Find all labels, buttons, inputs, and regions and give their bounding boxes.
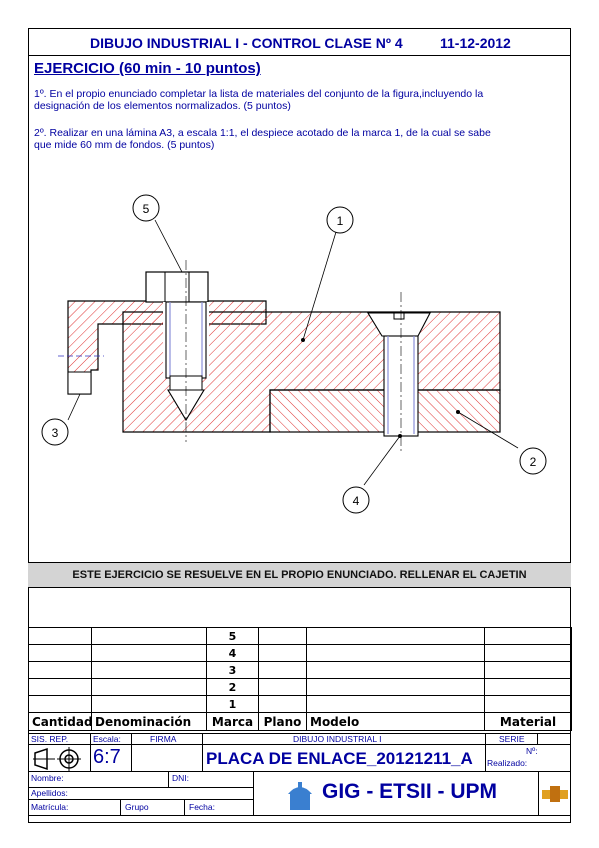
svg-text:2: 2 xyxy=(530,455,537,469)
logo-cell xyxy=(538,771,571,816)
instruction-1-line-1: 1º. En el propio enunciado completar la … xyxy=(34,88,484,100)
bom-header-model: Modelo xyxy=(306,712,485,731)
course-label: DIBUJO INDUSTRIAL I xyxy=(293,734,382,744)
scale-label: Escala: xyxy=(93,734,121,744)
bom-row: 5 xyxy=(28,627,572,645)
svg-text:1: 1 xyxy=(337,214,344,228)
bom-cell-name[interactable] xyxy=(91,661,207,679)
callout-3: 3 xyxy=(41,418,69,446)
bom-mark: 5 xyxy=(206,627,259,645)
svg-text:5: 5 xyxy=(143,202,150,216)
bom-header-mark: Marca xyxy=(206,712,259,731)
projection-symbol-cell xyxy=(28,744,91,772)
bom-row: 2 xyxy=(28,678,572,696)
first-angle-projection-icon xyxy=(33,747,81,771)
bom-cell-quantity[interactable] xyxy=(28,644,92,662)
bom-header-plan: Plano xyxy=(258,712,307,731)
assembly-drawing: 5 1 3 2 4 xyxy=(41,194,547,514)
bom-cell-name[interactable] xyxy=(91,627,207,645)
bom-cell-plan[interactable] xyxy=(258,644,307,662)
bom-cell-plan[interactable] xyxy=(258,661,307,679)
instruction-2-line-1: 2º. Realizar en una lámina A3, a escala … xyxy=(34,127,491,139)
title-block: SIS. REP. Escala: FIRMA DIBUJO INDUSTRIA… xyxy=(28,733,571,823)
signature-cell[interactable] xyxy=(131,744,203,772)
bom-cell-quantity[interactable] xyxy=(28,627,92,645)
exercise-title: EJERCICIO (60 min - 10 puntos) xyxy=(34,60,261,77)
bom-cell-material[interactable] xyxy=(484,644,572,662)
bom-mark: 2 xyxy=(206,678,259,696)
instruction-1: 1º. En el propio enunciado completar la … xyxy=(34,88,564,112)
countersunk-screw-part-4 xyxy=(367,292,431,452)
university-building-icon xyxy=(288,782,312,810)
bom-header-name: Denominación xyxy=(91,712,207,731)
bom-cell-plan[interactable] xyxy=(258,695,307,713)
surname-label: Apellidos: xyxy=(31,788,68,798)
dni-label: DNI: xyxy=(172,773,189,783)
callout-1: 1 xyxy=(326,206,354,234)
instruction-2-line-2: que mide 60 mm de fondos. (5 puntos) xyxy=(34,139,215,151)
bom-cell-name[interactable] xyxy=(91,678,207,696)
scale-value-cell: 6:7 xyxy=(90,744,132,772)
bom-cell-material[interactable] xyxy=(484,661,572,679)
bom-row: 3 xyxy=(28,661,572,679)
department-logo-icon xyxy=(542,786,568,802)
hex-bolt-part-5 xyxy=(145,260,209,442)
plate-title: PLACA DE ENLACE_20121211_A xyxy=(206,749,473,768)
bom-cell-plan[interactable] xyxy=(258,627,307,645)
registration-cell[interactable]: Matrícula: Grupo Fecha: xyxy=(28,799,254,816)
bom-cell-model[interactable] xyxy=(306,695,485,713)
done-by-label: Realizado: xyxy=(487,758,528,768)
bom-cell-name[interactable] xyxy=(91,644,207,662)
scale-value: 6:7 xyxy=(93,746,121,768)
bom-header-quantity: Cantidad xyxy=(28,712,93,731)
bom-cell-model[interactable] xyxy=(306,644,485,662)
sis-rep-label: SIS. REP. xyxy=(31,734,69,744)
number-cell[interactable]: Nº: Realizado: xyxy=(485,744,571,772)
bom-cell-name[interactable] xyxy=(91,695,207,713)
svg-text:3: 3 xyxy=(52,426,59,440)
school-name: GIG - ETSII - UPM xyxy=(322,780,498,803)
date-label: Fecha: xyxy=(189,802,215,812)
signature-label: FIRMA xyxy=(150,734,177,744)
bom-row: 4 xyxy=(28,644,572,662)
dni-cell[interactable]: DNI: xyxy=(168,771,254,788)
bom-cell-quantity[interactable] xyxy=(28,695,92,713)
bom-cell-material[interactable] xyxy=(484,678,572,696)
bom-mark: 3 xyxy=(206,661,259,679)
sheet-header: DIBUJO INDUSTRIAL I - CONTROL CLASE Nº 4… xyxy=(28,28,571,56)
school-cell: GIG - ETSII - UPM xyxy=(253,771,539,816)
bom-cell-quantity[interactable] xyxy=(28,661,92,679)
bom-header-row: Cantidad Denominación Marca Plano Modelo… xyxy=(28,712,572,731)
bom-cell-material[interactable] xyxy=(484,627,572,645)
bom-row: 1 xyxy=(28,695,572,713)
header-title: DIBUJO INDUSTRIAL I - CONTROL CLASE Nº 4 xyxy=(90,35,403,51)
plate-title-cell: PLACA DE ENLACE_20121211_A xyxy=(202,744,486,772)
callout-5: 5 xyxy=(132,194,160,222)
bom-header-material: Material xyxy=(484,712,572,731)
name-label: Nombre: xyxy=(31,773,64,783)
header-date: 11-12-2012 xyxy=(440,35,511,51)
bom-cell-plan[interactable] xyxy=(258,678,307,696)
callout-2: 2 xyxy=(519,447,547,475)
instruction-1-line-2: designación de los elementos normalizado… xyxy=(34,100,291,112)
bom-cell-material[interactable] xyxy=(484,695,572,713)
callout-4: 4 xyxy=(342,486,370,514)
series-label: SERIE xyxy=(499,734,525,744)
bom-cell-quantity[interactable] xyxy=(28,678,92,696)
bill-of-materials: 5 4 3 2 1 Cantidad Denominación Marca Pl… xyxy=(28,627,572,731)
registration-label: Matrícula: xyxy=(31,802,69,812)
instruction-banner: ESTE EJERCICIO SE RESUELVE EN EL PROPIO … xyxy=(28,562,571,588)
bom-mark: 1 xyxy=(206,695,259,713)
svg-text:4: 4 xyxy=(353,494,360,508)
drawing-sheet-border xyxy=(28,28,571,823)
bom-cell-model[interactable] xyxy=(306,627,485,645)
bom-cell-model[interactable] xyxy=(306,661,485,679)
bom-cell-model[interactable] xyxy=(306,678,485,696)
bom-mark: 4 xyxy=(206,644,259,662)
number-label: Nº: xyxy=(526,746,538,756)
instruction-2: 2º. Realizar en una lámina A3, a escala … xyxy=(34,127,564,151)
group-label: Grupo xyxy=(125,802,149,812)
